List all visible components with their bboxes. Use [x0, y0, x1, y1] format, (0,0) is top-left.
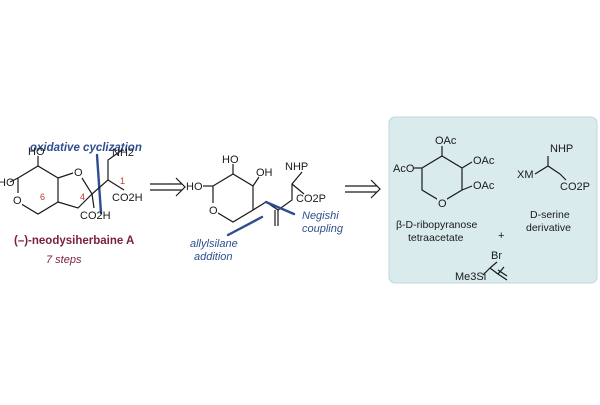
target-position-6: 6 — [40, 192, 45, 202]
negishi-coupling-label: Negishi coupling — [302, 210, 344, 235]
target-co2h-bottom: CO2H — [80, 210, 111, 222]
serine-caption-line1: D-serine — [530, 209, 570, 221]
intermediate-nhp: NHP — [285, 161, 308, 173]
serine-caption-line2: derivative — [526, 222, 571, 234]
sugar-oac-top: OAc — [435, 135, 457, 147]
target-position-4: 4 — [80, 192, 85, 202]
target-molecule: oxidative cyclization HO HO O 6 O 4 NH2 … — [0, 142, 143, 266]
intermediate-molecule: HO OH HO O NHP CO2P allylsilane addition… — [186, 154, 344, 263]
target-nh2: NH2 — [112, 147, 134, 159]
sugar-oac-right1: OAc — [473, 155, 495, 167]
serine-nhp: NHP — [550, 143, 573, 155]
target-position-1: 1 — [120, 176, 125, 186]
target-steps: 7 steps — [46, 254, 82, 266]
allylsilane-line1: allylsilane — [190, 238, 238, 250]
intermediate-ho-top: HO — [222, 154, 239, 166]
sugar-caption: β-D-ribopyranose tetraacetate — [396, 219, 480, 244]
negishi-line2: coupling — [302, 223, 344, 235]
target-bridge-oxygen: O — [74, 167, 83, 179]
intermediate-oh-top: OH — [256, 167, 273, 179]
allylsilane-reagent: Br Me3Si — [455, 250, 508, 283]
plus-sign: + — [498, 230, 504, 242]
target-name: (–)-neodysiherbaine A — [14, 235, 134, 247]
target-ho-top: HO — [28, 146, 45, 158]
sugar-caption-line1: β-D-ribopyranose — [396, 219, 477, 231]
intermediate-ring-oxygen: O — [209, 205, 218, 217]
serine-derivative: NHP XM CO2P D-serine derivative — [517, 143, 590, 234]
retro-arrow-1 — [150, 177, 186, 197]
serine-xm: XM — [517, 169, 534, 181]
target-ring-oxygen: O — [13, 195, 22, 207]
target-ho-left: HO — [0, 177, 15, 189]
serine-caption: D-serine derivative — [526, 209, 573, 234]
reagents-box — [388, 116, 598, 284]
negishi-line1: Negishi — [302, 210, 339, 222]
oxidative-cyclization-label: oxidative cyclization — [30, 142, 142, 154]
sugar-ring-oxygen: O — [438, 198, 447, 210]
allylsilane-br: Br — [491, 250, 502, 262]
allylsilane-addition-label: allylsilane addition — [190, 238, 241, 263]
retro-arrow-2 — [345, 179, 381, 199]
target-co2h-right: CO2H — [112, 192, 143, 204]
intermediate-co2p: CO2P — [296, 193, 326, 205]
intermediate-ho-left: HO — [186, 181, 203, 193]
sugar-caption-line2: tetraacetate — [408, 232, 464, 244]
allylsilane-line2: addition — [194, 251, 233, 263]
serine-co2p: CO2P — [560, 181, 590, 193]
sugar-aco-left: AcO — [393, 163, 415, 175]
ribopyranose-tetraacetate: OAc AcO OAc OAc O β-D-ribopyranose tetra… — [393, 135, 495, 244]
allylsilane-tms: Me3Si — [455, 271, 486, 283]
sugar-oac-right2: OAc — [473, 180, 495, 192]
